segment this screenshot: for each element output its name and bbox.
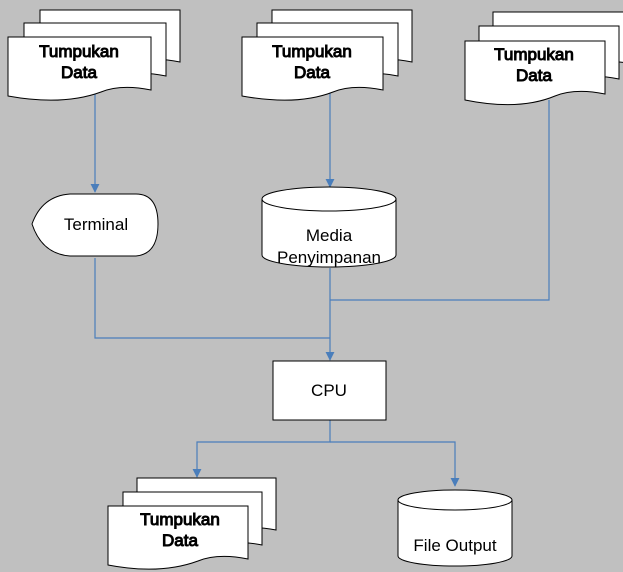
connectors bbox=[95, 85, 549, 486]
terminal-label: Terminal bbox=[64, 215, 128, 234]
input-data-stack-1: Tumpukan Data bbox=[8, 10, 180, 100]
storage-cylinder: Media Penyimpanan bbox=[262, 187, 396, 267]
input-3-label-line1: Tumpukan bbox=[494, 45, 574, 64]
connector-cpu-output-docs bbox=[197, 420, 330, 477]
input-1-label-line2: Data bbox=[61, 63, 97, 82]
input-2-label-line2: Data bbox=[294, 63, 330, 82]
input-2-label-line1: Tumpukan bbox=[272, 42, 352, 61]
input-data-stack-2: Tumpukan Data bbox=[242, 10, 412, 100]
cpu-label: CPU bbox=[311, 381, 347, 400]
file-output-cylinder: File Output bbox=[398, 490, 512, 566]
output-docs-label-line1: Tumpukan bbox=[140, 510, 220, 529]
output-data-stack: Tumpukan Data bbox=[108, 478, 276, 569]
output-docs-label-line2: Data bbox=[162, 531, 198, 550]
input-3-label-line2: Data bbox=[516, 66, 552, 85]
cpu-process: CPU bbox=[273, 361, 386, 420]
input-data-stack-3: Tumpukan Data bbox=[465, 12, 623, 105]
connector-cpu-file-output bbox=[330, 442, 455, 486]
storage-label-line1: Media bbox=[306, 226, 353, 245]
storage-label-line2: Penyimpanan bbox=[277, 248, 381, 267]
connector-terminal-cpu bbox=[95, 258, 330, 338]
input-1-label-line1: Tumpukan bbox=[39, 42, 119, 61]
file-output-label: File Output bbox=[413, 536, 496, 555]
terminal-display: Terminal bbox=[32, 194, 158, 256]
